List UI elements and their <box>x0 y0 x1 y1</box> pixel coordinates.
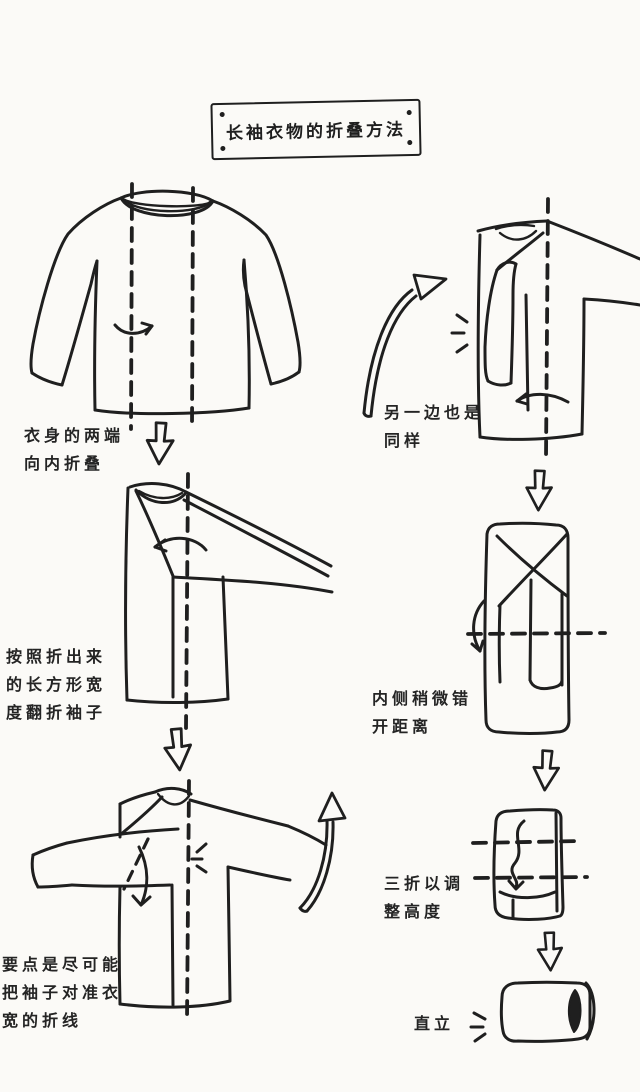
fold-line-bottom <box>473 875 589 880</box>
sleeve-fold-line <box>122 837 150 891</box>
step6-caption: 三折以调 整高度 <box>384 874 465 921</box>
fold-line-left <box>129 182 134 431</box>
down-arrow-icon <box>163 727 193 772</box>
curved-up-arrow-icon <box>298 791 347 913</box>
step3-caption: 要点是尽可能 把袖子对准衣 宽的折线 <box>2 955 123 1030</box>
plate-tack-icon <box>220 145 226 152</box>
down-arrow-icon <box>525 469 553 512</box>
step5-shirt-illustration <box>466 521 607 735</box>
step4-caption: 另一边也是 同样 <box>384 403 485 450</box>
fold-line-right <box>190 186 195 429</box>
step4-shirt-illustration <box>362 197 640 460</box>
roll-opening <box>567 989 582 1033</box>
fold-arrow-icon <box>131 845 152 907</box>
fold-arrow-icon <box>515 392 570 406</box>
step5-caption: 内侧稍微错 开距离 <box>372 689 473 736</box>
plate-tack-icon <box>407 139 413 146</box>
down-arrow-icon <box>536 931 564 972</box>
emphasis-marks-icon <box>450 313 469 354</box>
step1-shirt-illustration <box>29 182 302 431</box>
fold-line-center <box>544 197 550 460</box>
step7-roll-illustration <box>469 980 596 1043</box>
step2-caption: 按照折出来 的长方形宽 度翻折袖子 <box>6 647 107 722</box>
page-title: 长袖衣物的折叠方法 <box>225 120 407 144</box>
plate-tack-icon <box>219 111 225 118</box>
emphasis-marks-icon <box>469 1011 487 1043</box>
step7-caption: 直立 <box>414 1014 455 1033</box>
fold-line-center <box>185 779 191 1023</box>
fold-line-top <box>471 839 584 845</box>
step2-shirt-illustration <box>124 472 334 730</box>
emphasis-marks-icon <box>190 842 208 874</box>
fold-line-center <box>184 472 190 730</box>
fold-arrow-icon <box>113 321 154 336</box>
down-arrow-icon <box>145 421 175 466</box>
fold-line-horizontal <box>466 631 607 636</box>
down-arrow-icon <box>532 749 561 792</box>
plate-tack-icon <box>406 109 412 116</box>
s-fold-arrow-icon <box>507 819 526 891</box>
step1-caption: 衣身的两端 向内折叠 <box>24 426 125 473</box>
fold-arrow-icon <box>470 599 486 653</box>
curved-up-arrow-icon <box>362 273 448 418</box>
title-plate: 长袖衣物的折叠方法 <box>210 98 422 161</box>
step3-shirt-illustration <box>30 779 347 1023</box>
step6-shirt-illustration <box>471 808 589 921</box>
fold-arrow-icon <box>153 536 208 553</box>
